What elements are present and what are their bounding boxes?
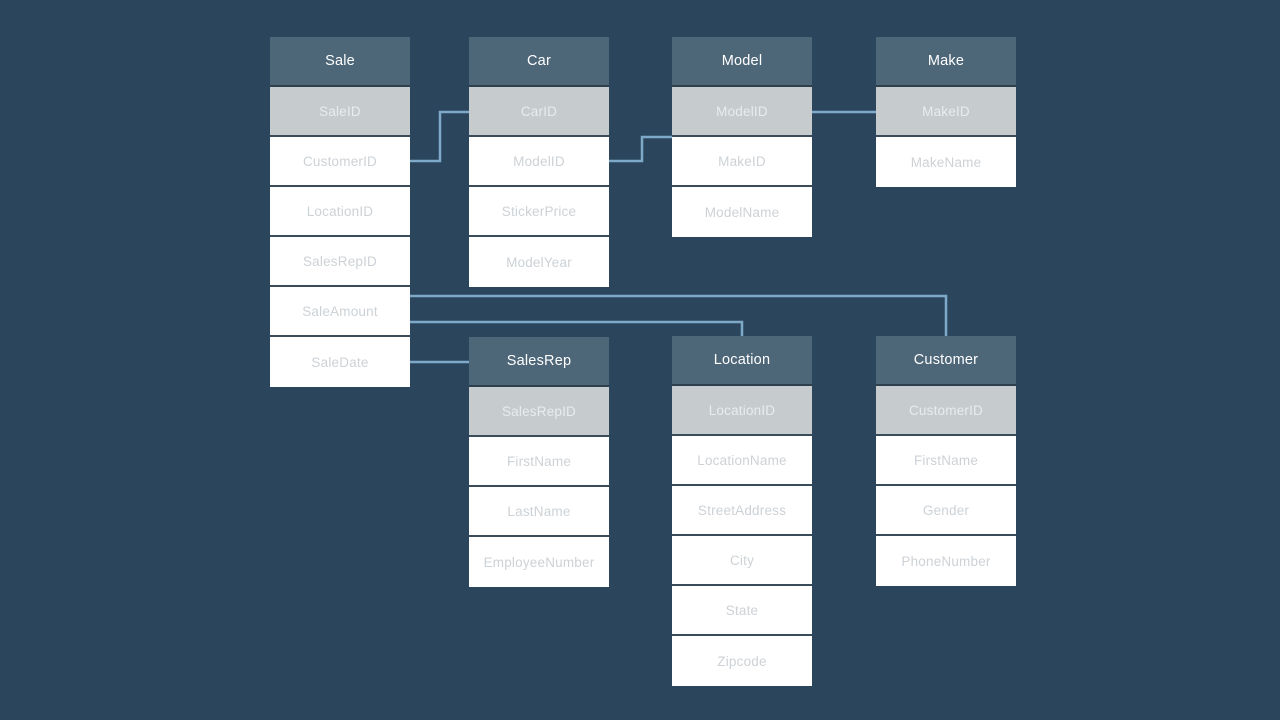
field-firstname[interactable]: FirstName	[876, 436, 1016, 486]
relationship-line-4	[410, 320, 744, 337]
field-saledate[interactable]: SaleDate	[270, 337, 410, 387]
field-modelname[interactable]: ModelName	[672, 187, 812, 237]
primary-key-field-carid[interactable]: CarID	[469, 87, 609, 137]
relationship-line-3	[410, 294, 948, 337]
primary-key-field-modelid[interactable]: ModelID	[672, 87, 812, 137]
field-stickerprice[interactable]: StickerPrice	[469, 187, 609, 237]
field-saleamount[interactable]: SaleAmount	[270, 287, 410, 337]
entity-title-make: Make	[876, 37, 1016, 87]
entity-title-customer: Customer	[876, 336, 1016, 386]
field-zipcode[interactable]: Zipcode	[672, 636, 812, 686]
entity-title-car: Car	[469, 37, 609, 87]
field-customerid[interactable]: CustomerID	[270, 137, 410, 187]
field-firstname[interactable]: FirstName	[469, 437, 609, 487]
field-locationname[interactable]: LocationName	[672, 436, 812, 486]
entity-title-sale: Sale	[270, 37, 410, 87]
field-state[interactable]: State	[672, 586, 812, 636]
field-city[interactable]: City	[672, 536, 812, 586]
field-modelyear[interactable]: ModelYear	[469, 237, 609, 287]
field-employeenumber[interactable]: EmployeeNumber	[469, 537, 609, 587]
field-lastname[interactable]: LastName	[469, 487, 609, 537]
field-locationid[interactable]: LocationID	[270, 187, 410, 237]
field-streetaddress[interactable]: StreetAddress	[672, 486, 812, 536]
entity-title-salesrep: SalesRep	[469, 337, 609, 387]
entity-title-location: Location	[672, 336, 812, 386]
relationship-line-0	[410, 110, 470, 163]
primary-key-field-customerid[interactable]: CustomerID	[876, 386, 1016, 436]
field-modelid[interactable]: ModelID	[469, 137, 609, 187]
primary-key-field-salesrepid[interactable]: SalesRepID	[469, 387, 609, 437]
field-makeid[interactable]: MakeID	[672, 137, 812, 187]
field-makename[interactable]: MakeName	[876, 137, 1016, 187]
entity-title-model: Model	[672, 37, 812, 87]
field-gender[interactable]: Gender	[876, 486, 1016, 536]
relationship-line-1	[609, 135, 672, 163]
primary-key-field-locationid[interactable]: LocationID	[672, 386, 812, 436]
primary-key-field-saleid[interactable]: SaleID	[270, 87, 410, 137]
field-phonenumber[interactable]: PhoneNumber	[876, 536, 1016, 586]
primary-key-field-makeid[interactable]: MakeID	[876, 87, 1016, 137]
field-salesrepid[interactable]: SalesRepID	[270, 237, 410, 287]
